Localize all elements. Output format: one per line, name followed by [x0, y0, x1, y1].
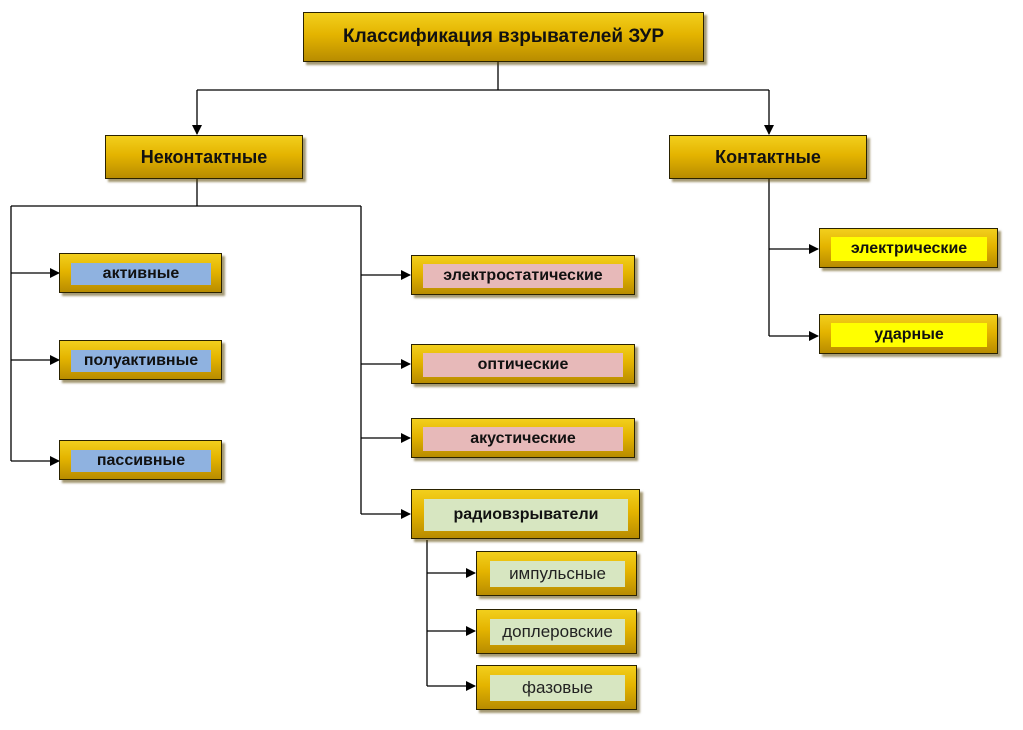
- node-doppler-label: доплеровские: [490, 619, 625, 645]
- node-pulse: импульсные: [476, 551, 637, 596]
- node-electrostatic-label: электростатические: [423, 264, 623, 288]
- node-acoustic: акустические: [411, 418, 635, 458]
- contact-node: Контактные: [669, 135, 867, 179]
- node-phase: фазовые: [476, 665, 637, 710]
- node-electric: электрические: [819, 228, 998, 268]
- noncontact-node: Неконтактные: [105, 135, 303, 179]
- node-impact: ударные: [819, 314, 998, 354]
- node-passive-label: пассивные: [71, 450, 211, 472]
- node-impact-label: ударные: [831, 323, 987, 347]
- node-electrostatic: электростатические: [411, 255, 635, 295]
- contact-label: Контактные: [715, 146, 821, 167]
- node-phase-label: фазовые: [490, 675, 625, 701]
- node-optical: оптические: [411, 344, 635, 384]
- node-radio: радиовзрыватели: [411, 489, 640, 539]
- root-node: Классификация взрывателей ЗУР: [303, 12, 704, 62]
- node-acoustic-label: акустические: [423, 427, 623, 451]
- root-label: Классификация взрывателей ЗУР: [343, 26, 664, 47]
- node-semiactive-label: полуактивные: [71, 350, 211, 372]
- node-passive: пассивные: [59, 440, 222, 480]
- node-semiactive: полуактивные: [59, 340, 222, 380]
- node-active: активные: [59, 253, 222, 293]
- noncontact-label: Неконтактные: [140, 146, 268, 167]
- node-electric-label: электрические: [831, 237, 987, 261]
- node-doppler: доплеровские: [476, 609, 637, 654]
- node-pulse-label: импульсные: [490, 561, 625, 587]
- node-radio-label: радиовзрыватели: [424, 499, 628, 531]
- node-optical-label: оптические: [423, 353, 623, 377]
- node-active-label: активные: [71, 263, 211, 285]
